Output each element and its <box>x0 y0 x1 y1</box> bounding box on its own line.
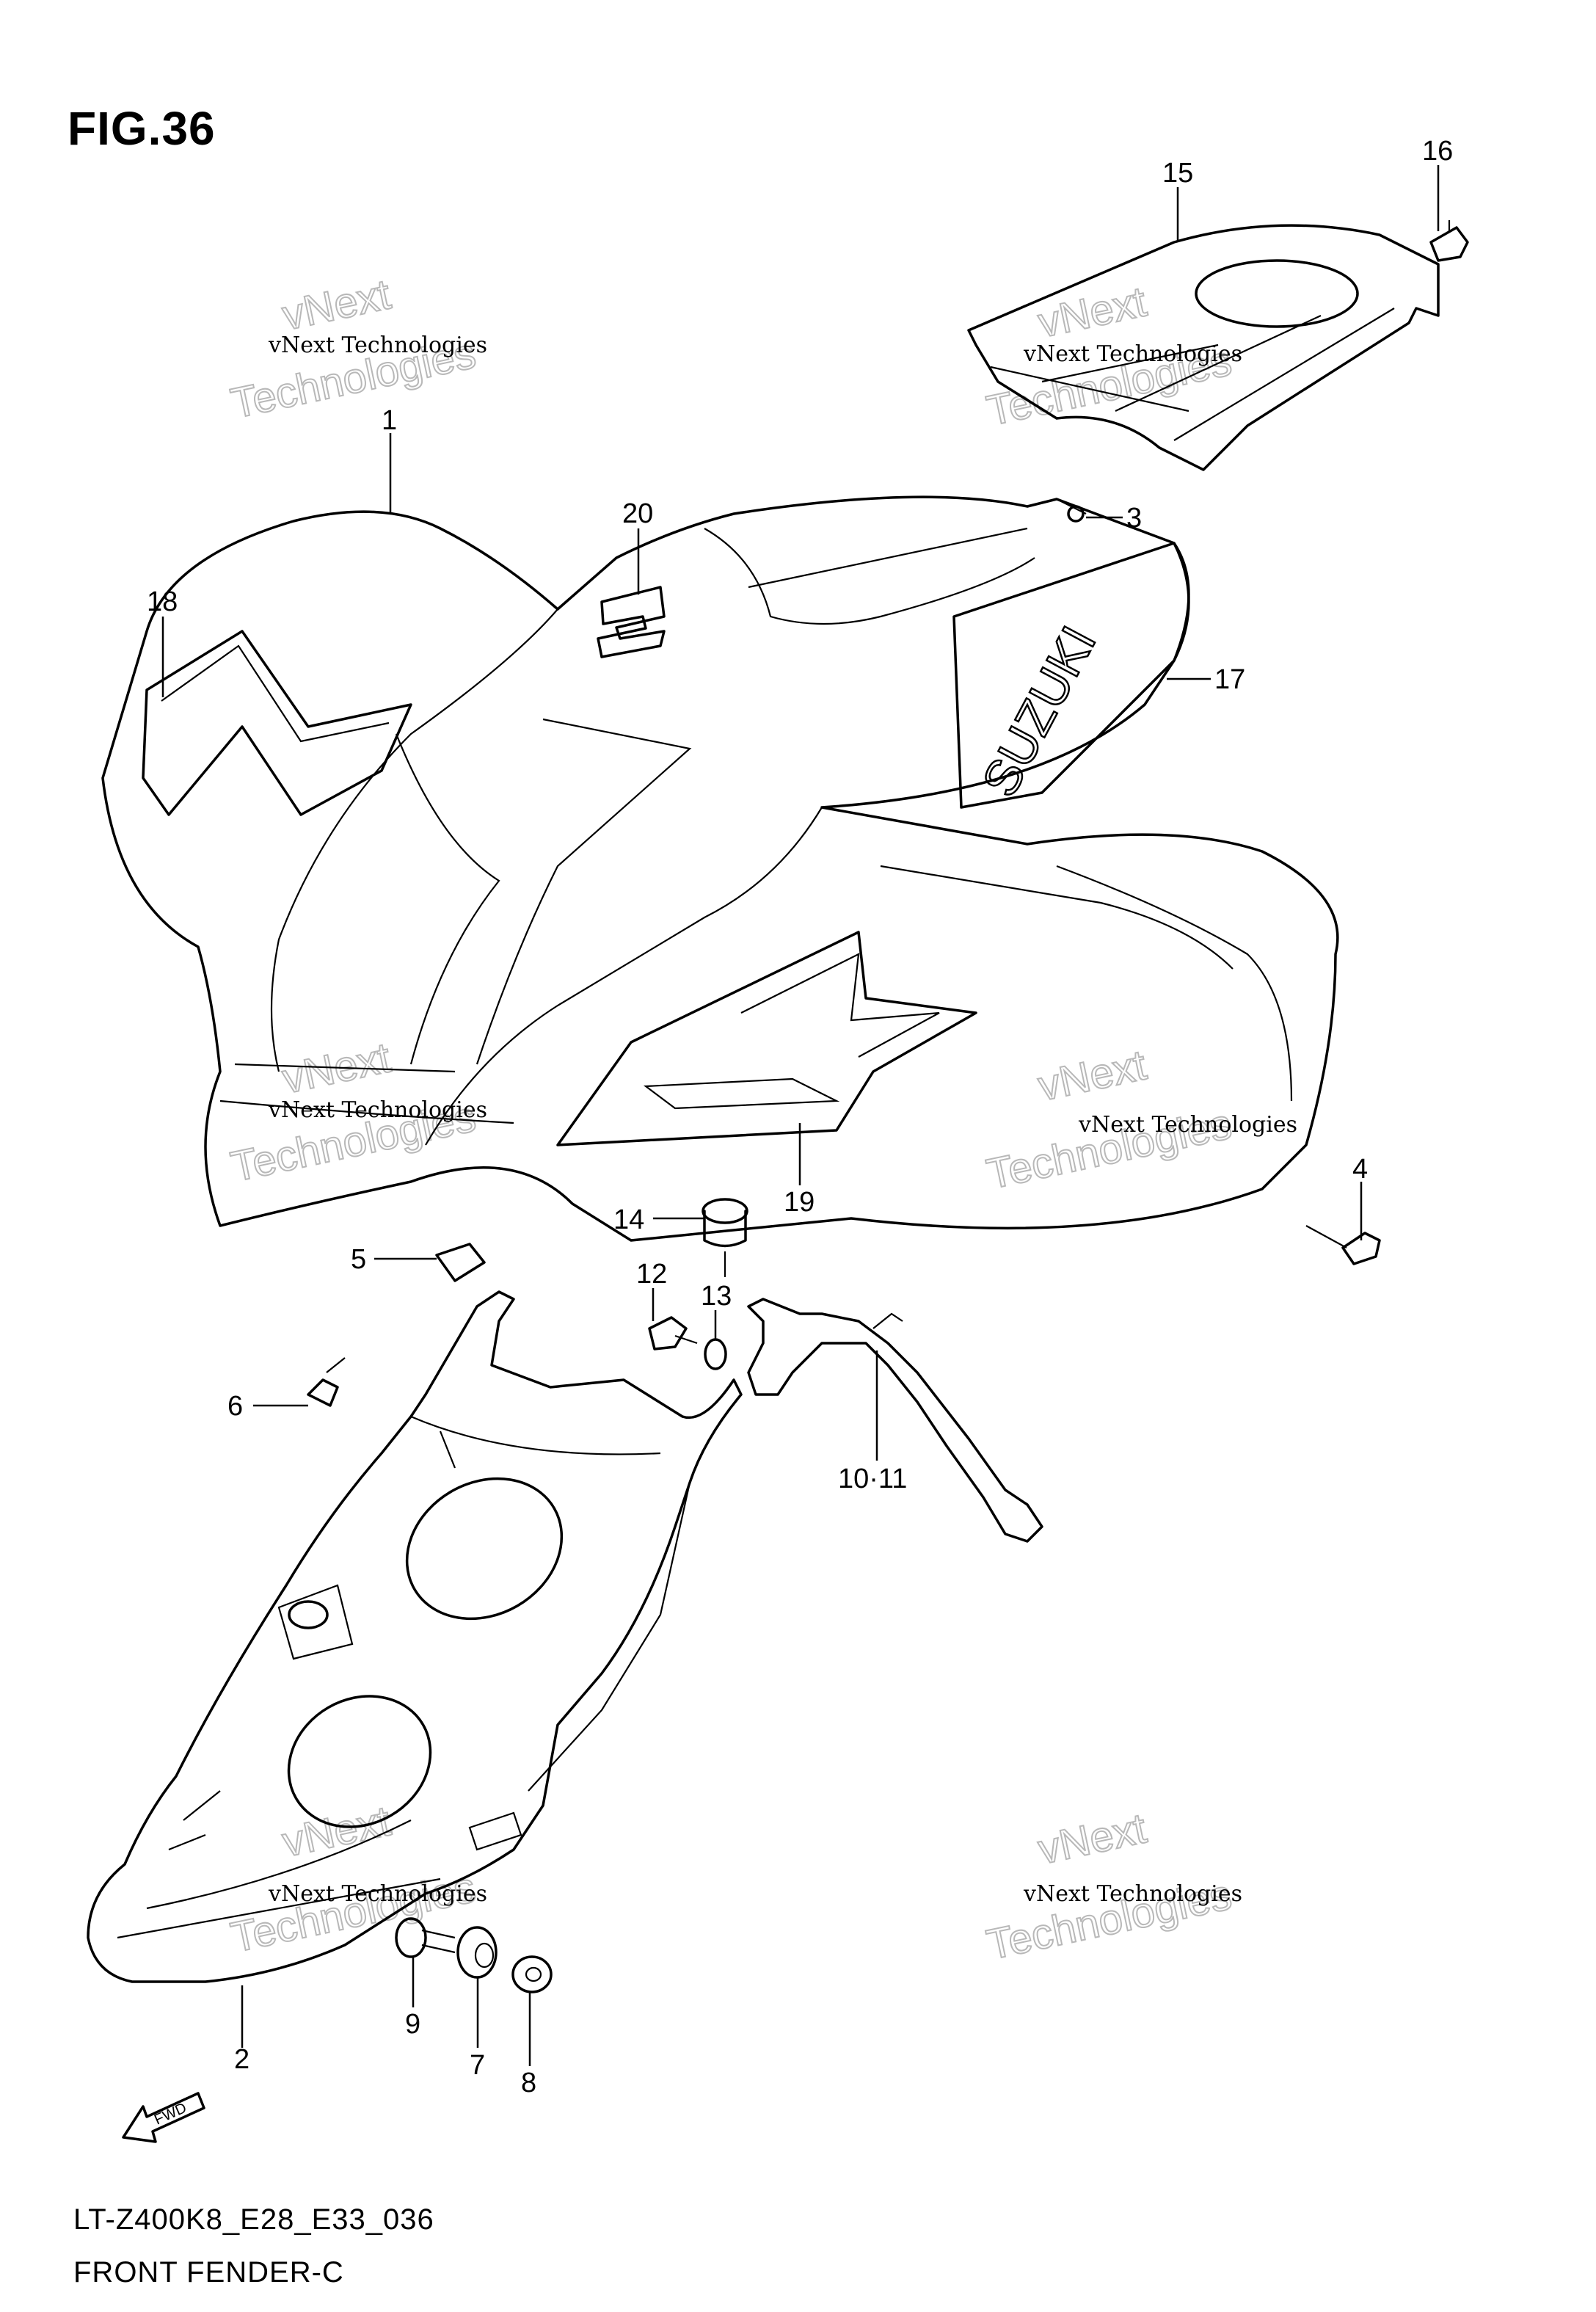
callout-18: 18 <box>147 586 178 617</box>
callout-8: 8 <box>521 2068 536 2098</box>
callout-12: 12 <box>636 1259 667 1290</box>
callout-5: 5 <box>351 1244 366 1275</box>
part-3-screw <box>1056 498 1087 523</box>
callout-9: 9 <box>405 2009 420 2040</box>
part-7-collar <box>456 1926 498 1979</box>
leader-lines <box>161 165 1440 2066</box>
figure-title: FIG.36 <box>68 102 216 155</box>
callout-1: 1 <box>382 405 397 436</box>
part-18-decal-left <box>142 630 412 816</box>
part-17-decal-suzuki: SUZUKI <box>952 542 1190 809</box>
callout-19: 19 <box>784 1187 815 1218</box>
part-1-front-fender <box>101 495 1339 1242</box>
part-4-bolt <box>1305 1225 1381 1265</box>
part-20-emblem <box>597 586 666 658</box>
callout-17: 17 <box>1214 664 1245 695</box>
part-10-11-bracket <box>747 1298 1043 1543</box>
callout-16: 16 <box>1422 136 1453 167</box>
callout-4: 4 <box>1352 1154 1368 1185</box>
svg-text:vNext: vNext <box>1034 1804 1151 1873</box>
part-15-cover <box>967 224 1440 471</box>
callout-7: 7 <box>470 2050 485 2081</box>
svg-text:vNext Technologies: vNext Technologies <box>1023 1881 1242 1907</box>
svg-text:vNext: vNext <box>278 270 395 339</box>
part-5-clip-nut <box>435 1243 486 1282</box>
part-9-bolt <box>395 1917 456 1958</box>
callout-3: 3 <box>1126 503 1142 534</box>
suzuki-lettering: SUZUKI <box>972 617 1107 805</box>
part-12-bolt <box>648 1316 698 1351</box>
callout-13: 13 <box>701 1281 732 1312</box>
callout-labels: 1 2 3 4 5 6 7 8 9 10·11 12 13 14 15 16 1… <box>147 136 1453 2098</box>
watermark-top-left: vNext Technologies vNext Technologies <box>226 269 487 428</box>
part-8-washer <box>511 1955 553 1993</box>
watermark-mid-right: vNext Technologies vNext Technologies <box>982 1040 1297 1199</box>
svg-text:vNext Technologies: vNext Technologies <box>268 1881 487 1907</box>
figure-code: LT-Z400K8_E28_E33_036 <box>73 2203 434 2236</box>
callout-14: 14 <box>613 1204 644 1235</box>
part-2-inner-fender <box>87 1290 743 1983</box>
watermark-top-right: vNext Technologies vNext Technologies <box>982 277 1242 435</box>
callout-10-11: 10·11 <box>838 1464 907 1494</box>
callout-2: 2 <box>234 2044 249 2075</box>
part-6-screw <box>307 1357 346 1407</box>
fwd-arrow-badge: FWD <box>122 2092 205 2143</box>
part-13-washer <box>704 1338 727 1370</box>
svg-text:vNext Technologies: vNext Technologies <box>1078 1112 1297 1138</box>
callout-15: 15 <box>1162 158 1193 189</box>
svg-text:vNext Technologies: vNext Technologies <box>268 332 487 358</box>
svg-text:vNext: vNext <box>278 1797 395 1866</box>
svg-text:vNext: vNext <box>1034 277 1151 346</box>
watermark-bottom-right: vNext Technologies vNext Technologies <box>982 1803 1242 1969</box>
figure-name: FRONT FENDER-C <box>73 2256 344 2289</box>
part-16-clip <box>1429 220 1469 262</box>
svg-text:vNext: vNext <box>1034 1041 1151 1110</box>
callout-6: 6 <box>227 1391 243 1422</box>
part-14-grommet <box>702 1198 748 1277</box>
part-19-decal-right <box>556 931 977 1146</box>
callout-20: 20 <box>622 498 653 529</box>
